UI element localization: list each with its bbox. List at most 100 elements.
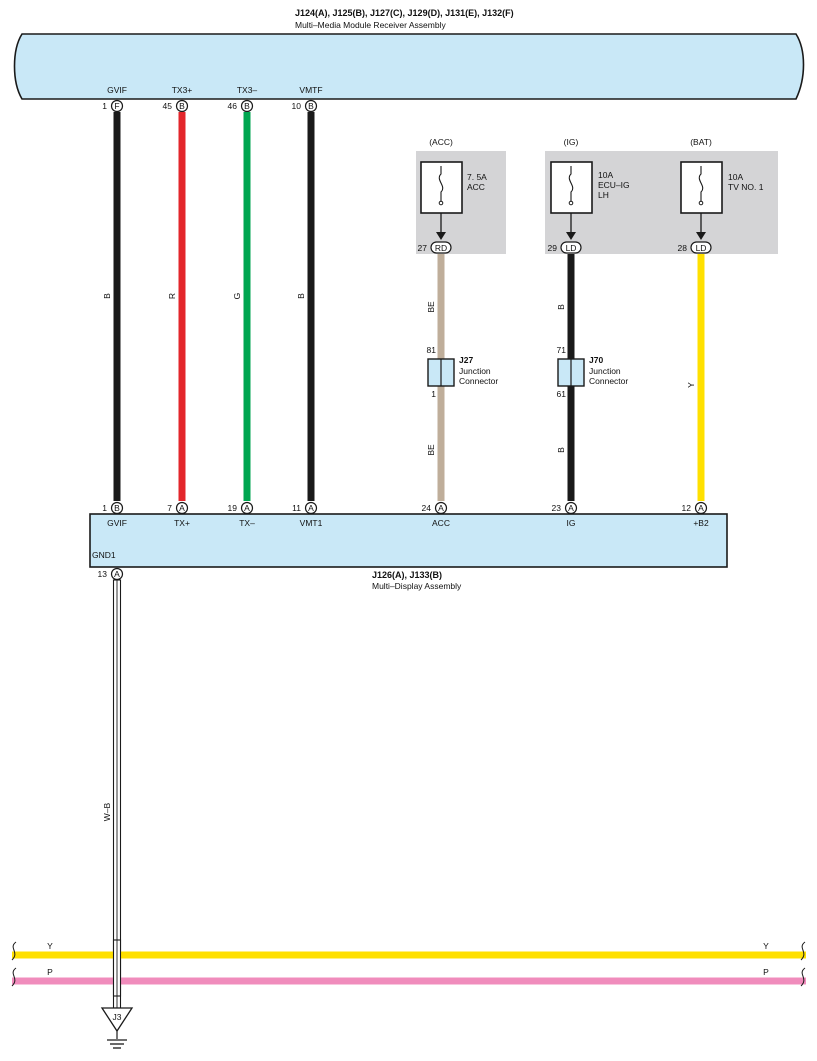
top-pin-connector <box>304 99 318 113</box>
ground-symbol-icon <box>107 1039 127 1049</box>
junction-id: J27 <box>459 355 473 365</box>
wire-color-label: R <box>167 293 177 299</box>
top-pin-number: 1 <box>102 101 107 111</box>
bottom-pin-name: GND1 <box>92 550 116 560</box>
bottom-pin-conn-letter: A <box>179 503 185 513</box>
junction-j70: 71 61 J70 Junction Connector <box>557 345 629 399</box>
junction-desc: Junction <box>589 366 621 376</box>
bottom-pin-connector <box>304 501 318 515</box>
break-mark-icon <box>800 941 806 961</box>
fuse-rating: 7. 5A <box>467 172 487 182</box>
top-pin-name: TX3– <box>237 85 258 95</box>
fuse-power-label: (ACC) <box>429 137 453 147</box>
bottom-pin-connector <box>434 501 448 515</box>
top-pin-number: 45 <box>163 101 173 111</box>
bus-label: Y <box>763 941 769 951</box>
bus-label: P <box>47 967 53 977</box>
junction-pin-top: 71 <box>557 345 567 355</box>
ground-point-id: J3 <box>113 1012 122 1022</box>
bottom-module: J126(A), J133(B) Multi–Display Assembly … <box>89 513 728 591</box>
fuse-pin-connector <box>560 241 582 254</box>
bottom-pin-name: +B2 <box>693 518 709 528</box>
junction-pin-bottom: 1 <box>431 389 436 399</box>
bottom-pin-number: 23 <box>552 503 562 513</box>
junction-desc-line2: Connector <box>459 376 498 386</box>
bottom-pin-number: 19 <box>228 503 238 513</box>
wire-color-label: Y <box>686 382 696 388</box>
fuse-pin-conn-letter: RD <box>435 243 447 253</box>
top-module-box <box>13 33 805 100</box>
fuse-name: TV NO. 1 <box>728 182 764 192</box>
bottom-pin-name: TX+ <box>174 518 190 528</box>
bottom-pin-conn-letter: A <box>114 569 120 579</box>
fuse-terminal <box>438 200 444 206</box>
bottom-pin-connector <box>175 501 189 515</box>
bottom-pin-number: 12 <box>682 503 692 513</box>
bottom-pin-conn-letter: A <box>308 503 314 513</box>
bus-label: P <box>763 967 769 977</box>
fuse-terminal <box>568 200 574 206</box>
bottom-pin-conn-letter: A <box>568 503 574 513</box>
fuse-name: ECU–IG <box>598 180 630 190</box>
top-pin-connector <box>240 99 254 113</box>
fuse-terminal <box>698 200 704 206</box>
fuse-name-line2: LH <box>598 190 609 200</box>
top-pin-number: 10 <box>292 101 302 111</box>
bottom-pin-conn-letter: A <box>244 503 250 513</box>
top-pin-conn-letter: F <box>114 101 119 111</box>
fuse-pin-conn-letter: LD <box>566 243 577 253</box>
bottom-pin-name: TX– <box>239 518 255 528</box>
wire-color-label: B <box>296 293 306 299</box>
fuse-power-label: (BAT) <box>690 137 712 147</box>
fuse-name: ACC <box>467 182 485 192</box>
bottom-pin-connector <box>110 501 124 515</box>
fuse-rating: 10A <box>728 172 743 182</box>
bottom-pin-name: GVIF <box>107 518 127 528</box>
bottom-pin-number: 13 <box>98 569 108 579</box>
wire-color-label: G <box>232 293 242 300</box>
fuse-arrow-icon <box>566 232 576 240</box>
fuse-pin-number: 29 <box>548 243 558 253</box>
bottom-pin-conn-letter: B <box>114 503 120 513</box>
fuse-power-label: (IG) <box>564 137 579 147</box>
break-mark-icon <box>11 967 17 987</box>
wire-color-label: W–B <box>102 802 112 821</box>
junction-desc-line2: Connector <box>589 376 628 386</box>
fuse-blocks: (ACC) 7. 5A ACC (IG) 10A ECU–IG LH (BAT)… <box>416 137 778 254</box>
fuse-pin-number: 27 <box>418 243 428 253</box>
fuse-pin-conn-letter: LD <box>696 243 707 253</box>
bottom-pin-conn-letter: A <box>438 503 444 513</box>
junction-desc: Junction <box>459 366 491 376</box>
fuse-icon <box>438 166 444 202</box>
top-pin-name: GVIF <box>107 85 127 95</box>
top-pin-conn-letter: B <box>179 101 185 111</box>
fuse-icon <box>568 166 574 202</box>
bottom-pin-name: IG <box>567 518 576 528</box>
fuse-pin-number: 28 <box>678 243 688 253</box>
top-pin-name: TX3+ <box>172 85 193 95</box>
bottom-pin-number: 7 <box>167 503 172 513</box>
wires <box>113 112 705 501</box>
top-pin-name: VMTF <box>299 85 322 95</box>
fuse-connectors: 27 RD 29 LD 28 LD <box>418 241 712 254</box>
bottom-pin-number: 24 <box>422 503 432 513</box>
wire-color-label: B <box>556 447 566 453</box>
fuse-arrow-icon <box>696 232 706 240</box>
wire-color-label: BE <box>426 444 436 456</box>
bottom-module-box <box>89 513 728 568</box>
junction-pin-top: 81 <box>427 345 437 355</box>
bottom-pin-connector <box>694 501 708 515</box>
break-mark-icon <box>11 941 17 961</box>
junction-j27: 81 1 J27 Junction Connector <box>427 345 499 399</box>
wire-color-label: B <box>556 304 566 310</box>
ground-triangle-icon <box>100 1007 134 1033</box>
fuse-rating: 10A <box>598 170 613 180</box>
bottom-pin-name: VMT1 <box>300 518 323 528</box>
bottom-pin-connector <box>240 501 254 515</box>
wire-color-label: B <box>102 293 112 299</box>
bus-lines: Y Y P P <box>11 939 806 997</box>
bottom-module-subtitle: Multi–Display Assembly <box>372 581 462 591</box>
bottom-pin-conn-letter: A <box>698 503 704 513</box>
fuse-arrow-icon <box>436 232 446 240</box>
